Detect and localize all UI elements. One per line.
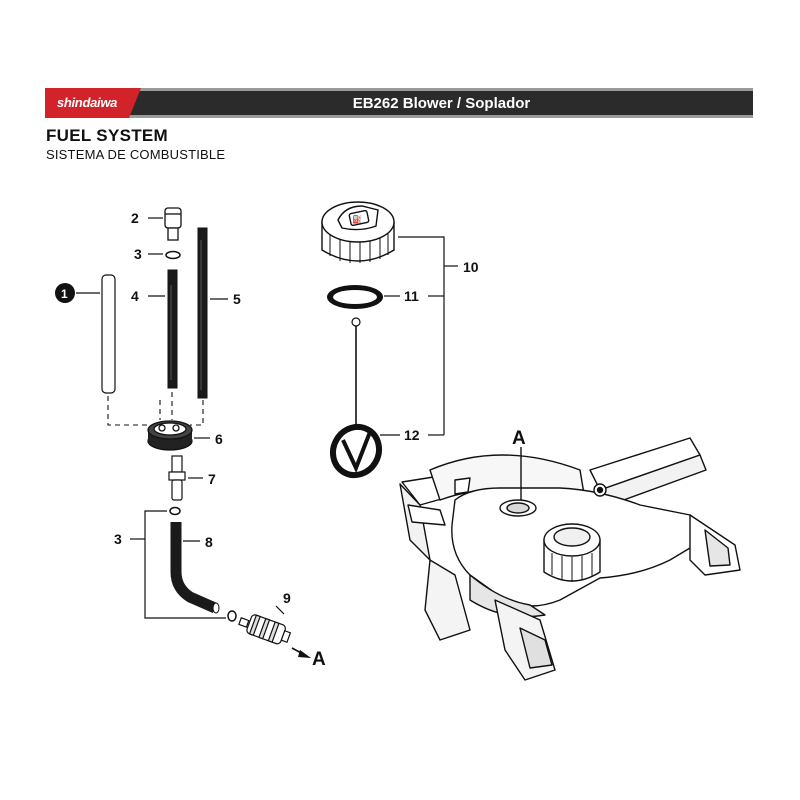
part-9-fuel-filter: [238, 614, 292, 645]
brand-logo: shindaiwa: [45, 88, 129, 118]
callout-11: 11: [404, 288, 419, 304]
part-3-clamp-filter: [227, 610, 237, 622]
header-bar: [45, 88, 753, 118]
part-6-grommet: [147, 420, 193, 451]
callout-1-bullet: [55, 283, 75, 303]
assembly-guide-lines: [107, 392, 204, 426]
callout-8: 8: [205, 534, 213, 550]
callout-bracket-10-12: [380, 236, 458, 436]
part-5-fuel-line: [197, 227, 208, 399]
callout-3-bracket: [144, 510, 226, 619]
svg-text:⛽: ⛽: [352, 214, 362, 224]
callout-5: 5: [233, 291, 241, 307]
blower-housing: [399, 437, 741, 681]
part-3-clamp-lower: [169, 506, 181, 516]
callout-7: 7: [208, 471, 216, 487]
callout-3-lower: 3: [114, 531, 122, 547]
model-title: EB262 Blower / Soplador: [352, 95, 531, 112]
part-1-tube: [101, 274, 116, 394]
callout-10: 10: [463, 259, 479, 275]
callout-2: 2: [131, 210, 139, 226]
callout-9: 9: [283, 590, 291, 606]
part-3-clamp-upper: [165, 250, 181, 260]
part-11-gasket: [327, 285, 383, 309]
callout-4: 4: [131, 288, 139, 304]
reference-a-tank: A: [512, 428, 526, 449]
callout-3-upper: 3: [134, 246, 142, 262]
part-7-fitting: [168, 455, 186, 501]
part-12-strainer: [329, 317, 383, 479]
callout-6: 6: [215, 431, 223, 447]
callout-12: 12: [404, 427, 420, 443]
part-2-connector: [164, 207, 182, 241]
section-subtitle: SISTEMA DE COMBUSTIBLE: [46, 147, 226, 162]
part-8-fuel-line: [170, 522, 218, 614]
callout-1: 1: [61, 287, 68, 301]
part-4-fuel-line: [167, 269, 178, 389]
reference-a-filter: A: [312, 649, 326, 670]
part-10-fuel-cap: ⛽: [321, 201, 395, 263]
section-title: FUEL SYSTEM: [46, 126, 169, 145]
